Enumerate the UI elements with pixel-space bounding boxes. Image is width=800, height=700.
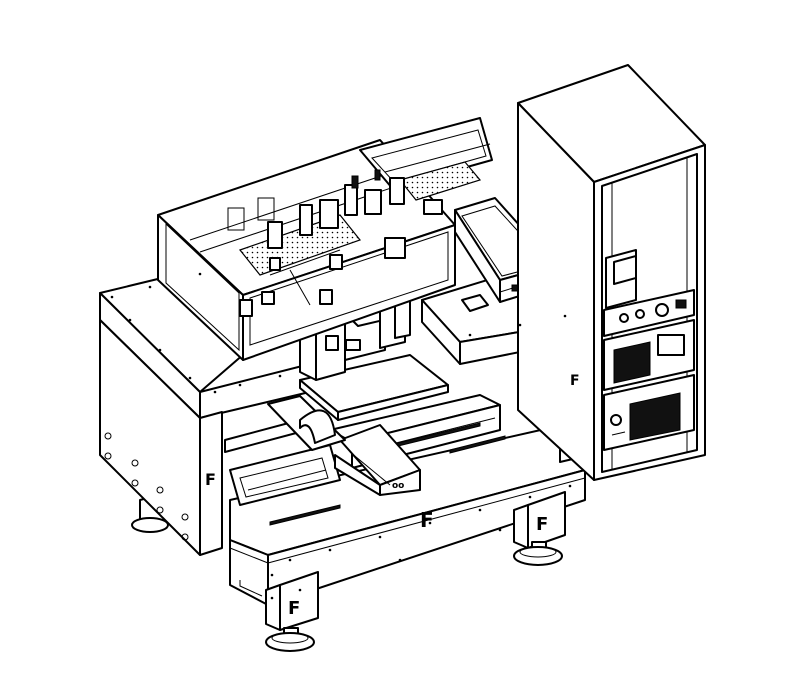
base-bolt-dots: [270, 484, 572, 600]
enclosure-mechanisms: [239, 169, 443, 317]
table-side-holes: [104, 432, 189, 541]
table-bolt-dots: [110, 272, 567, 394]
svg-text:oo: oo: [392, 481, 404, 491]
leg-front-left-mark: F: [288, 598, 300, 619]
cabinet-side-mark: F: [570, 373, 580, 389]
base-slot-rails: [269, 435, 506, 526]
electrical-cabinet: F: [517, 64, 706, 481]
leg-right-mark: F: [536, 514, 548, 535]
table-side-left-mark: F: [205, 470, 216, 489]
gantry-rails: oo: [224, 394, 501, 506]
leg-right: F: [513, 491, 566, 566]
leg-front-left: F: [265, 571, 319, 652]
base-front-mark: F: [420, 508, 434, 532]
